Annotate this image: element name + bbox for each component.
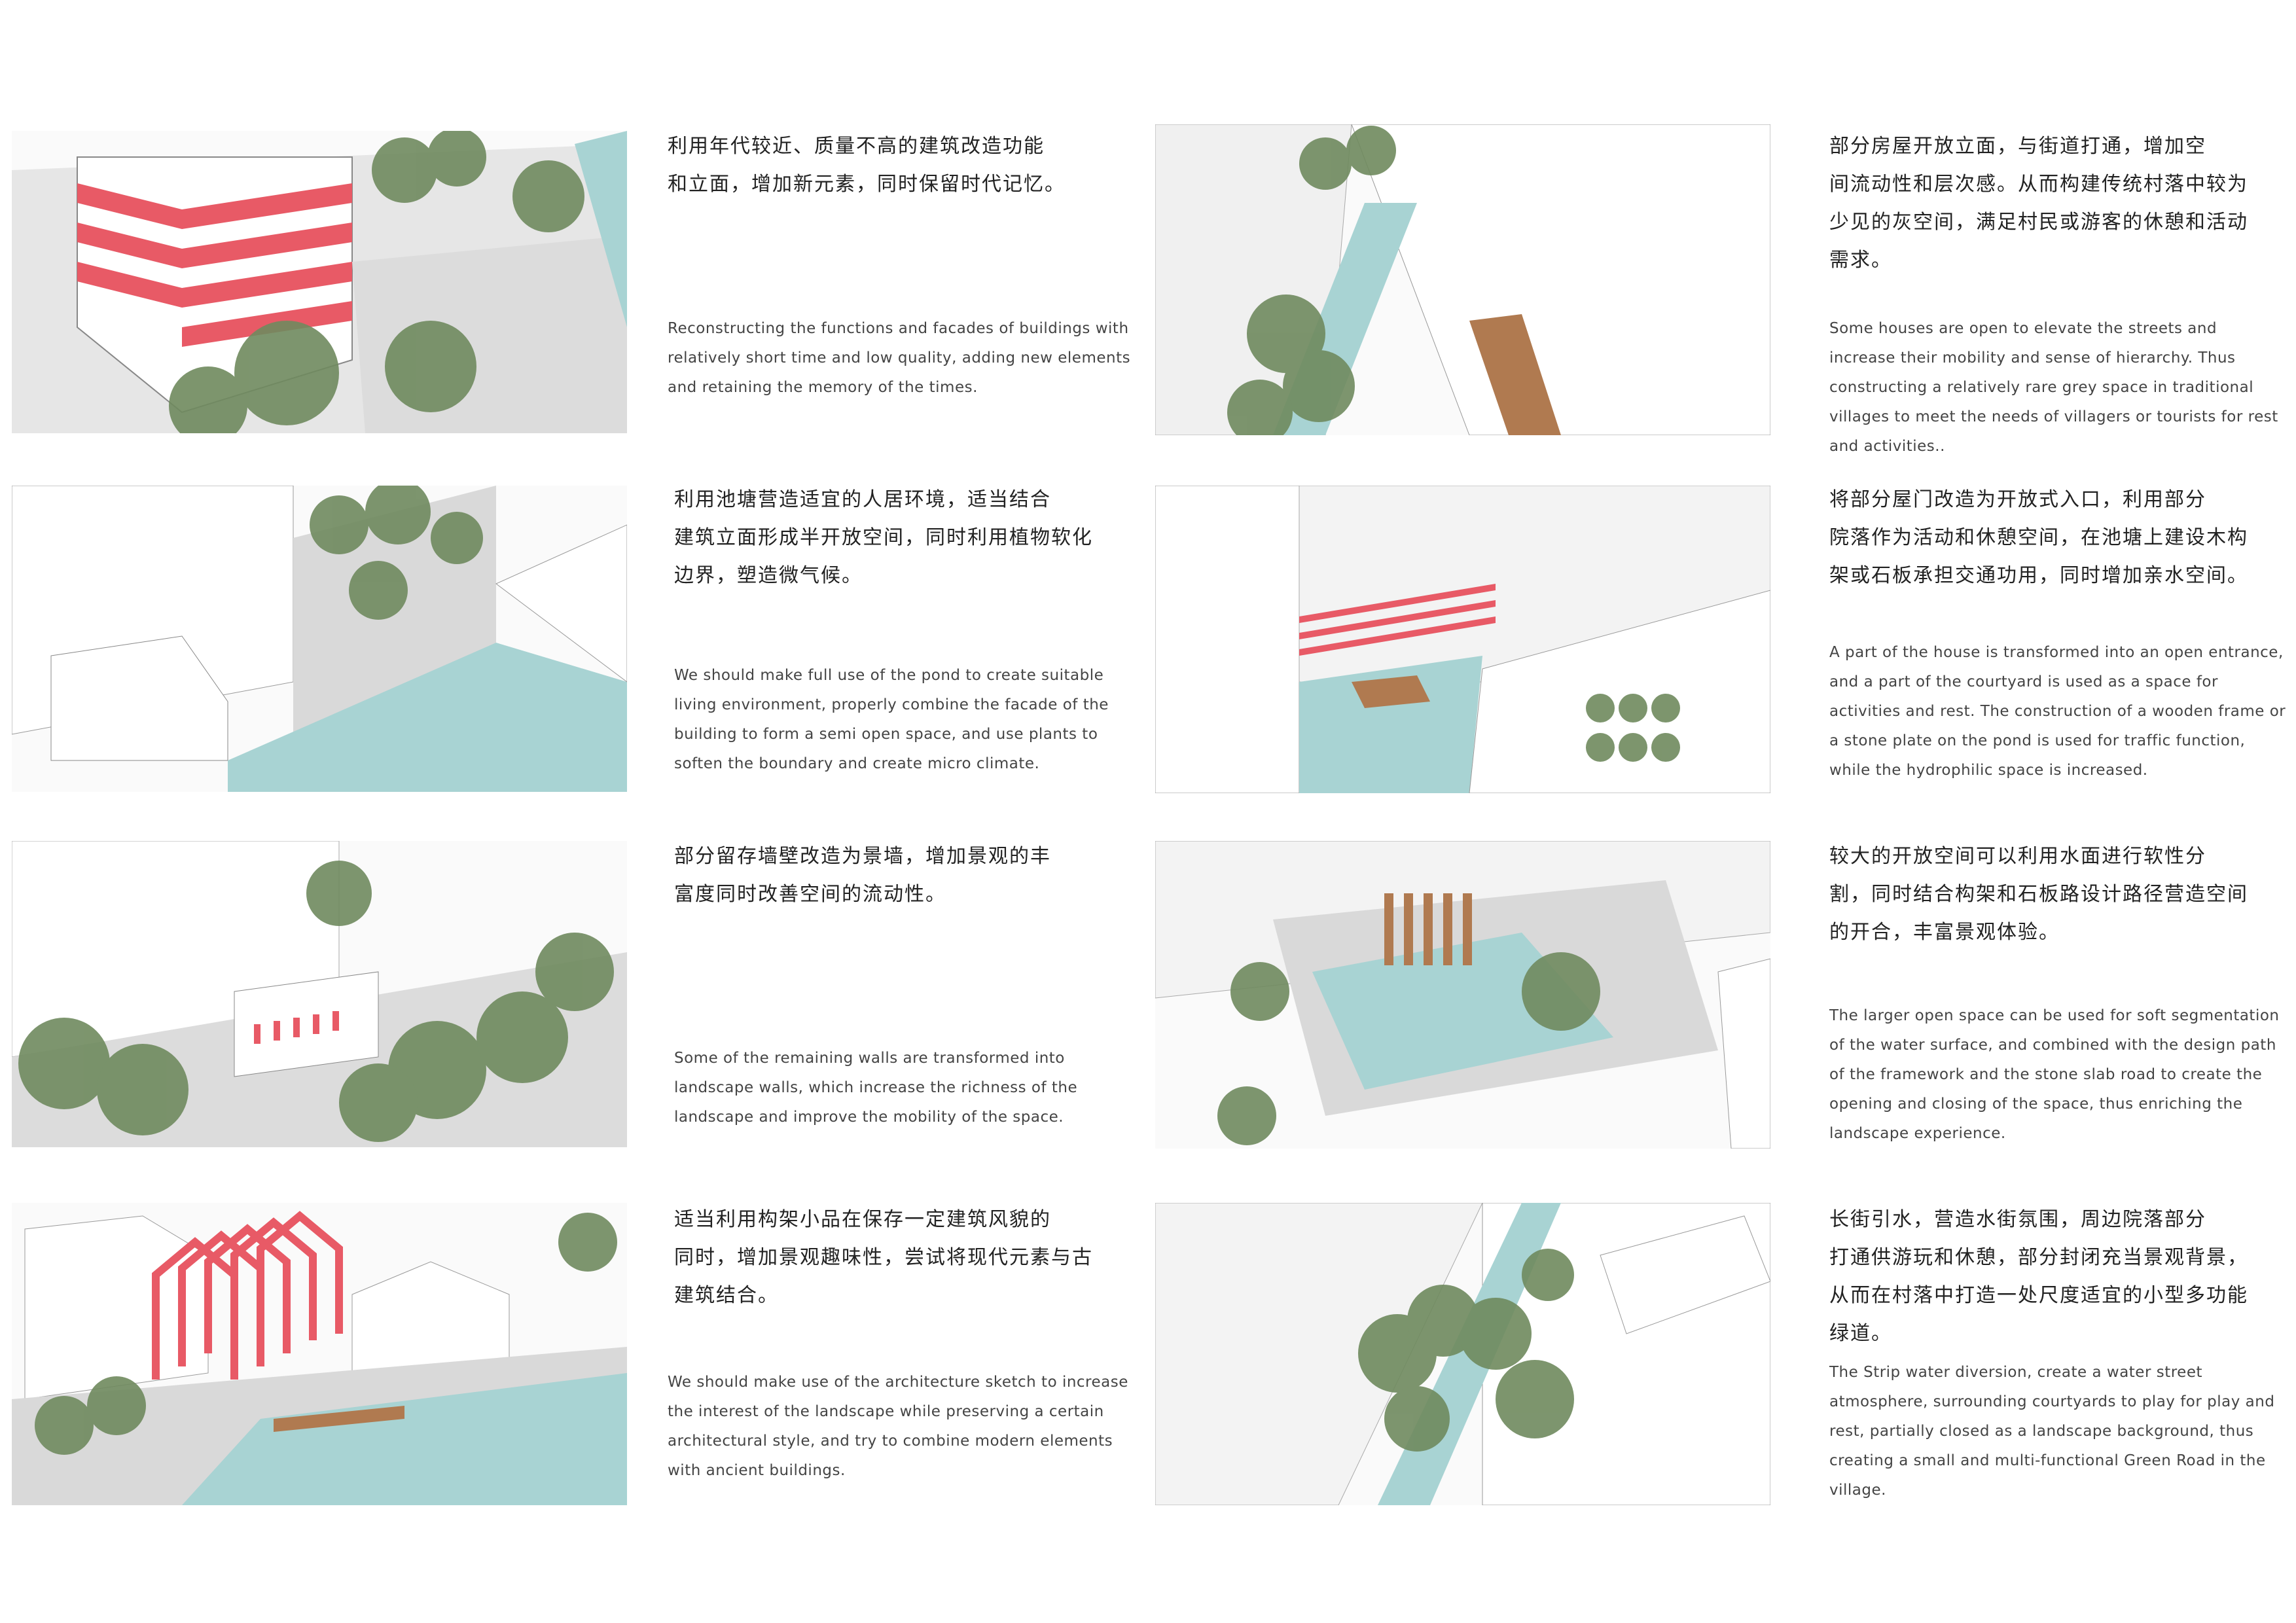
text-zh-7: 适当利用构架小品在保存一定建筑风貌的 同时，增加景观趣味性，尝试将现代元素与古 …	[674, 1208, 1093, 1307]
facade-drawing	[12, 131, 627, 433]
illustration-2	[1155, 124, 1770, 435]
text-en-6: The larger open space can be used for so…	[1829, 1007, 2280, 1142]
text-zh-1: 利用年代较近、质量不高的建筑改造功能 和立面，增加新元素，同时保留时代记忆。	[668, 135, 1066, 196]
pond-drawing	[12, 486, 627, 792]
water-street-drawing	[1155, 1203, 1770, 1505]
water-segmentation-drawing	[1155, 841, 1770, 1149]
illustration-4	[1155, 486, 1770, 793]
illustration-7	[12, 1203, 627, 1505]
text-zh-5: 部分留存墙壁改造为景墙，增加景观的丰 富度同时改善空间的流动性。	[674, 845, 1051, 906]
text-en-3: We should make full use of the pond to c…	[674, 667, 1109, 772]
text-en-8: The Strip water diversion, create a wate…	[1829, 1364, 2275, 1499]
landscape-wall-drawing	[12, 841, 627, 1147]
illustration-6	[1155, 841, 1770, 1149]
illustration-3	[12, 486, 627, 792]
text-zh-2: 部分房屋开放立面，与街道打通，增加空 间流动性和层次感。从而构建传统村落中较为 …	[1829, 135, 2248, 272]
grey-space-drawing	[1155, 124, 1770, 435]
text-en-1: Reconstructing the functions and facades…	[668, 320, 1131, 396]
illustration-5	[12, 841, 627, 1147]
illustration-8	[1155, 1203, 1770, 1505]
text-zh-8: 长街引水，营造水街氛围，周边院落部分 打通供游玩和休憩，部分封闭充当景观背景， …	[1829, 1208, 2248, 1345]
text-en-4: A part of the house is transformed into …	[1829, 644, 2286, 779]
text-en-2: Some houses are open to elevate the stre…	[1829, 320, 2278, 455]
text-zh-6: 较大的开放空间可以利用水面进行软性分 割，同时结合构架和石板路设计路径营造空间 …	[1829, 845, 2248, 944]
red-frame-drawing	[12, 1203, 627, 1505]
entrance-drawing	[1155, 486, 1770, 793]
text-en-5: Some of the remaining walls are transfor…	[674, 1050, 1078, 1126]
text-en-7: We should make use of the architecture s…	[668, 1374, 1128, 1479]
text-zh-3: 利用池塘营造适宜的人居环境，适当结合 建筑立面形成半开放空间，同时利用植物软化 …	[674, 488, 1093, 587]
text-zh-4: 将部分屋门改造为开放式入口，利用部分 院落作为活动和休憩空间，在池塘上建设木构 …	[1829, 488, 2248, 587]
illustration-1	[12, 131, 627, 433]
